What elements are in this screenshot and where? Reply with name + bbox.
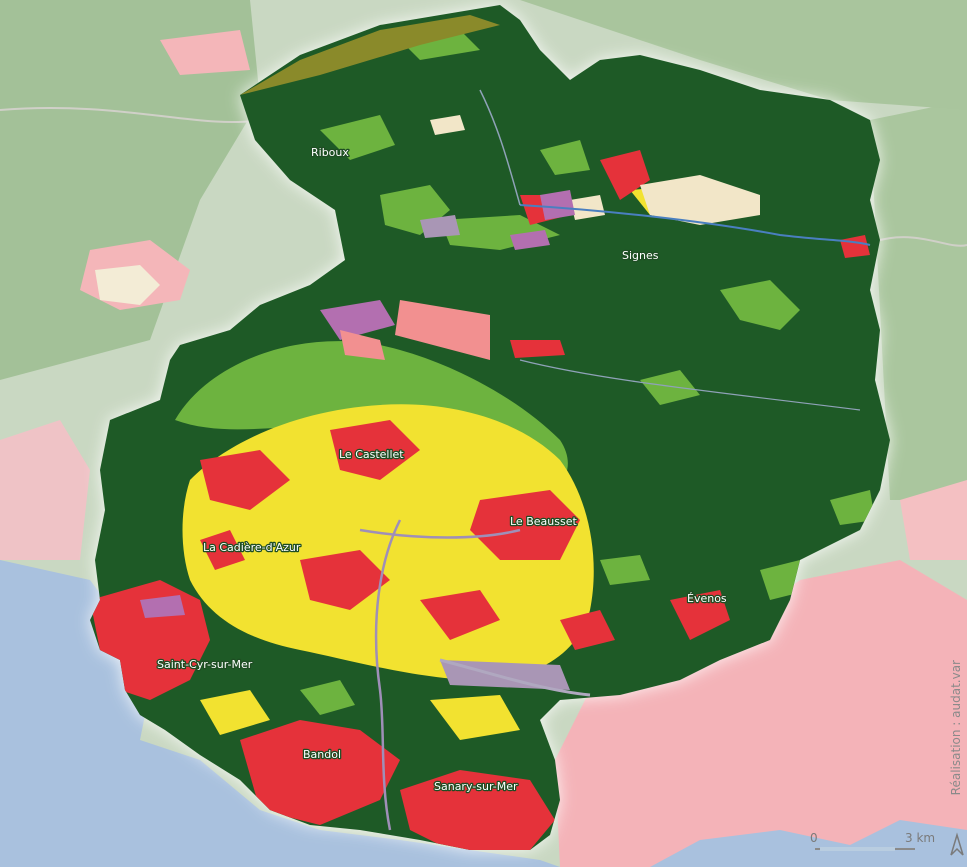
road-network: [359, 89, 871, 831]
urban-patch: [200, 450, 290, 510]
field-patch: [570, 195, 605, 220]
urban-patch: [330, 420, 420, 480]
shrubland-patch: [540, 140, 590, 175]
olive-strip: [240, 15, 500, 95]
harbour-water: [650, 820, 967, 867]
town-label-bandol: Bandol: [303, 748, 341, 761]
town-label-le-castellet: Le Castellet: [339, 448, 404, 461]
outside-forest-patch: [520, 0, 967, 110]
scale-bar: 0 3 km: [810, 831, 935, 851]
outside-urban-patch: [555, 560, 967, 867]
shrubland-patch: [640, 370, 700, 405]
quarry-patch: [510, 230, 550, 250]
scale-bar-end: 3 km: [905, 831, 935, 845]
town-label-sanary: Sanary-sur-Mer: [434, 780, 518, 793]
river: [519, 204, 871, 246]
urban-zones: [90, 150, 870, 850]
outside-forest-patch: [0, 0, 260, 380]
town-label-la-cadiere: La Cadière-d'Azur: [203, 541, 301, 554]
secondary-road: [519, 359, 861, 411]
shrubland-patch: [320, 115, 395, 160]
outside-urban-patch: [0, 420, 90, 560]
quarry-patch: [420, 215, 460, 238]
urban-patch: [400, 770, 555, 850]
map-credit: Réalisation : audat.var: [949, 660, 963, 796]
urban-patch: [200, 530, 245, 570]
town-label-saint-cyr: Saint-Cyr-sur-Mer: [157, 658, 253, 671]
urban-patch: [560, 610, 615, 650]
field-zones: [430, 115, 760, 225]
urban-patch: [240, 720, 400, 825]
urban-patch: [300, 550, 390, 610]
main-road: [359, 528, 521, 539]
outside-urban-patch: [900, 480, 967, 560]
shrubland-patch: [300, 680, 355, 715]
urban-patch: [600, 150, 650, 200]
field-patch: [430, 115, 465, 135]
town-label-evenos: Évenos: [687, 592, 727, 605]
scale-bar-start: 0: [810, 831, 818, 845]
shrubland-patch: [830, 490, 875, 525]
quarry-patch: [320, 300, 395, 340]
quarry-patch: [340, 330, 385, 360]
town-label-signes: Signes: [622, 249, 659, 262]
secondary-road: [479, 89, 521, 206]
shrubland-patch: [600, 555, 650, 585]
town-label-le-beausset: Le Beausset: [510, 515, 577, 528]
quarry-patch: [540, 190, 575, 220]
urban-patch: [470, 490, 580, 560]
outside-urban-patch: [160, 30, 250, 75]
urban-patch: [510, 340, 565, 358]
urban-patch: [670, 590, 730, 640]
quarry-patch: [140, 595, 185, 618]
north-arrow-icon: [950, 832, 964, 856]
town-labels: Riboux Signes Le Castellet Le Beausset L…: [156, 145, 728, 795]
field-patch: [640, 175, 760, 225]
urban-patch: [420, 590, 500, 640]
motorway: [439, 658, 591, 697]
vineyard-patch: [430, 695, 520, 740]
vineyard-patch: [200, 690, 270, 735]
outside-road: [0, 107, 261, 123]
sea: [0, 560, 560, 867]
outside-field-patch: [95, 265, 160, 305]
outside-forest-patch: [870, 100, 967, 500]
town-label-riboux: Riboux: [311, 146, 349, 159]
main-road: [374, 519, 402, 831]
quarry-patch: [395, 300, 490, 360]
shrubland-patch: [720, 280, 800, 330]
outside-road: [879, 236, 967, 247]
